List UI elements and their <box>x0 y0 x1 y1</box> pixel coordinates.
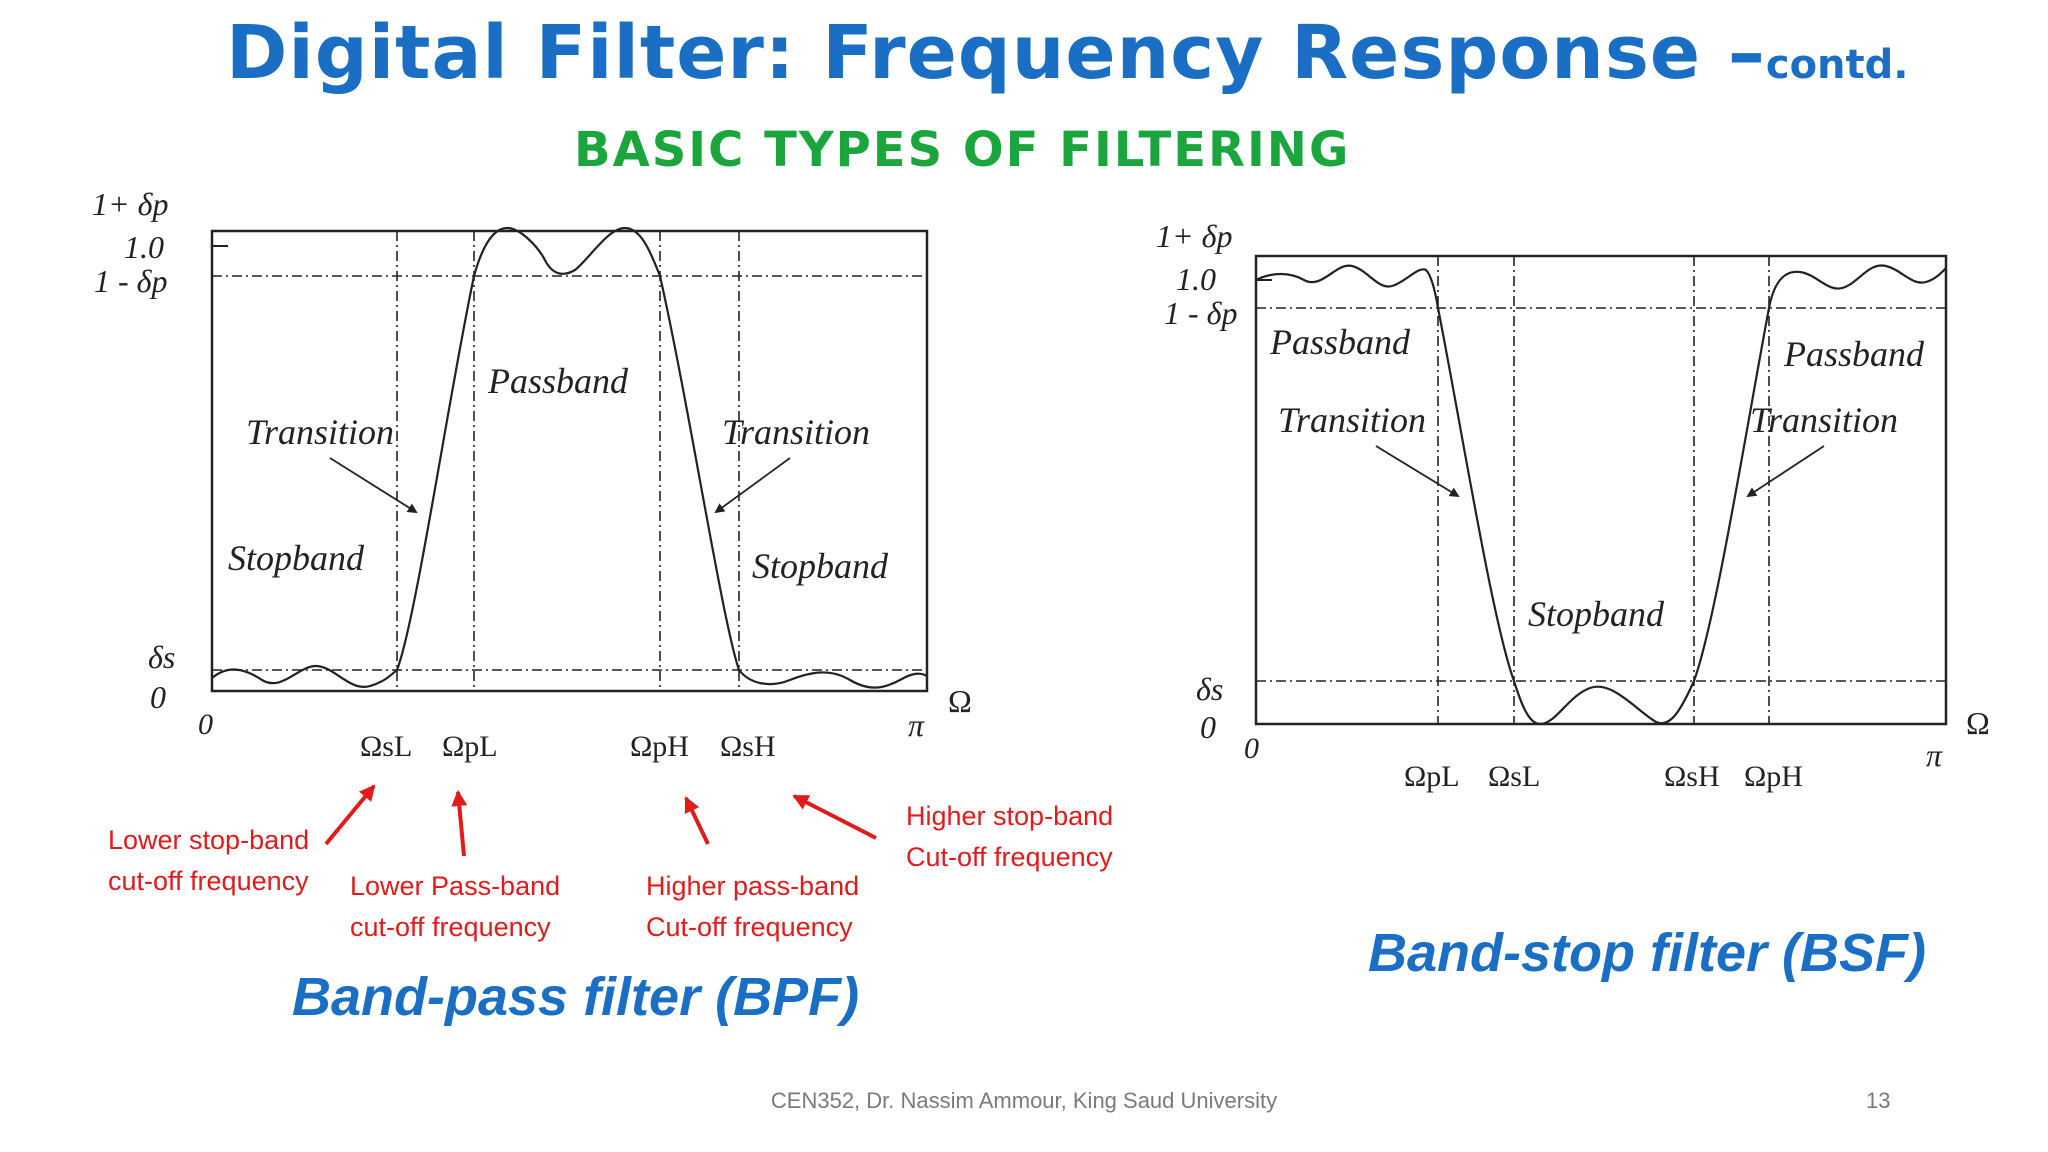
bsf-caption: Band-stop filter (BSF) <box>1368 923 1926 983</box>
bpf-omega-pL: ΩpL <box>442 730 498 763</box>
annotation-lower-pass-line2: cut-off frequency <box>350 912 551 942</box>
bsf-omega-pL: ΩpL <box>1404 760 1460 793</box>
annotation-lower-stop-line1: Lower stop-band <box>108 825 310 855</box>
bpf-diagram <box>210 226 929 693</box>
bsf-diagram <box>1254 254 1948 726</box>
bsf-region-passband-left: Passband <box>1269 322 1411 362</box>
bsf-transition-right-arrow <box>1746 445 1825 498</box>
bsf-omega-pH: ΩpH <box>1744 760 1803 793</box>
bsf-region-stopband: Stopband <box>1528 594 1665 634</box>
arrow-lower-pass <box>451 790 468 857</box>
annotation-lower-pass: Lower Pass-band cut-off frequency <box>350 866 560 948</box>
bpf-region-passband: Passband <box>487 361 629 401</box>
bpf-transition-right-arrow <box>714 457 791 514</box>
bsf-region-passband-right: Passband <box>1783 334 1925 374</box>
bsf-omega-sH: ΩsH <box>1664 760 1720 793</box>
annotation-lower-stop: Lower stop-band cut-off frequency <box>108 820 309 902</box>
arrow-higher-pass <box>684 796 710 845</box>
bpf-annotation-arrows <box>324 784 877 857</box>
bsf-response-curve <box>1255 264 1947 726</box>
page-number: 13 <box>1866 1088 1891 1113</box>
bpf-transition-left-arrow <box>329 457 418 514</box>
bsf-region-transition-left: Transition <box>1278 400 1426 440</box>
bpf-omega-pH: ΩpH <box>630 730 689 763</box>
bpf-region-stopband-right: Stopband <box>752 546 889 586</box>
bpf-x-axis-omega: Ω <box>948 683 972 719</box>
bsf-x-axis-omega: Ω <box>1966 705 1990 741</box>
bsf-y-label-ds: δs <box>1196 671 1223 707</box>
bsf-guides <box>1256 256 1946 724</box>
bpf-region-transition-right: Transition <box>722 412 870 452</box>
bpf-y-label-0: 0 <box>150 679 166 715</box>
arrow-lower-stop <box>324 784 376 846</box>
bsf-y-label-1: 1.0 <box>1176 261 1216 297</box>
arrow-higher-stop <box>792 794 877 840</box>
slide-title-suffix: contd. <box>1765 42 1909 88</box>
bsf-omega-sL: ΩsL <box>1488 760 1540 793</box>
bsf-frame <box>1254 254 1948 726</box>
bsf-y-label-1-minus-dp: 1 - δp <box>1164 295 1238 331</box>
slide-title: Digital Filter: Frequency Response –cont… <box>226 10 1908 96</box>
bpf-region-stopband-left: Stopband <box>228 538 365 578</box>
bpf-x-label-0: 0 <box>198 708 213 741</box>
annotation-lower-stop-line2: cut-off frequency <box>108 866 309 896</box>
bpf-response-curve <box>211 226 928 689</box>
slide-title-main: Digital Filter: Frequency Response – <box>226 10 1766 96</box>
bpf-omega-sH: ΩsH <box>720 730 776 763</box>
bsf-region-transition-right: Transition <box>1750 400 1898 440</box>
annotation-lower-pass-line1: Lower Pass-band <box>350 871 561 901</box>
annotation-higher-stop: Higher stop-band Cut-off frequency <box>906 796 1113 878</box>
bsf-x-label-pi: π <box>1926 737 1943 773</box>
bpf-y-label-ds: δs <box>148 639 175 675</box>
bsf-transition-left-arrow <box>1375 445 1460 498</box>
annotation-higher-pass: Higher pass-band Cut-off frequency <box>646 866 859 948</box>
bpf-y-label-1-plus-dp: 1+ δp <box>92 186 168 222</box>
bpf-y-label-1-minus-dp: 1 - δp <box>94 263 168 299</box>
bpf-frame <box>210 229 929 693</box>
bpf-x-label-pi: π <box>908 707 925 743</box>
bsf-y-label-0: 0 <box>1200 709 1216 745</box>
bpf-caption: Band-pass filter (BPF) <box>292 967 860 1027</box>
bpf-y-label-1: 1.0 <box>124 229 164 265</box>
annotation-higher-stop-line2: Cut-off frequency <box>906 842 1113 872</box>
bsf-y-label-1-plus-dp: 1+ δp <box>1156 218 1232 254</box>
slide-footer: CEN352, Dr. Nassim Ammour, King Saud Uni… <box>770 1088 1278 1113</box>
annotation-higher-pass-line2: Cut-off frequency <box>646 912 853 942</box>
annotation-higher-stop-line1: Higher stop-band <box>906 801 1114 831</box>
annotation-higher-pass-line1: Higher pass-band <box>646 871 860 901</box>
bpf-region-transition-left: Transition <box>246 412 394 452</box>
bpf-guides <box>212 231 927 691</box>
bpf-labels: 1+ δp 1.0 1 - δp δs 0 0 π Ω ΩsL ΩpL ΩpH … <box>92 186 972 763</box>
bsf-labels: 1+ δp 1.0 1 - δp δs 0 0 π Ω ΩpL ΩsL ΩsH … <box>1156 218 1990 793</box>
bpf-omega-sL: ΩsL <box>360 730 412 763</box>
slide-subtitle: BASIC TYPES OF FILTERING <box>574 122 1351 178</box>
bsf-x-label-0: 0 <box>1244 732 1259 765</box>
